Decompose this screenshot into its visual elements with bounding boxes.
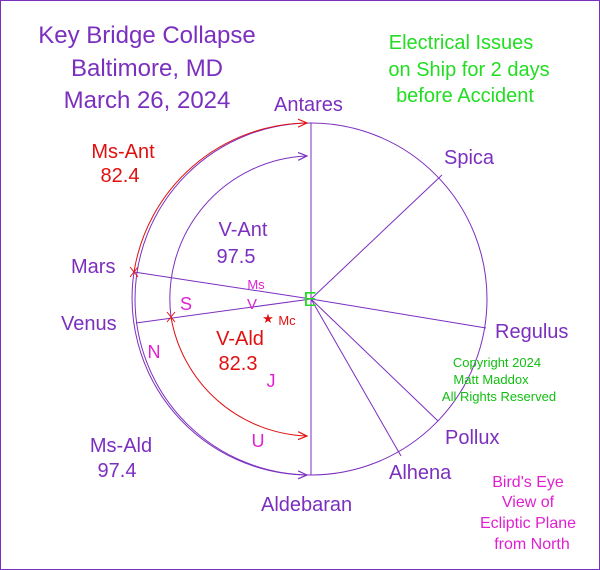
copyright-line3: All Rights Reserved (442, 389, 556, 404)
star-label-spica: Spica (444, 147, 495, 169)
uranus-symbol: U (252, 431, 265, 451)
star-label-antares: Antares (274, 94, 343, 116)
label-v-ald: V-Ald (216, 328, 264, 350)
label-ms-ald: Ms-Ald (90, 435, 152, 457)
value-ms-ant: 82.4 (101, 165, 140, 187)
star-label-regulus: Regulus (495, 321, 568, 343)
title-line3: March 26, 2024 (64, 87, 231, 114)
line-regulus (310, 298, 487, 329)
caption-line4: from North (494, 536, 570, 553)
arc-mars-aldebaran (131, 271, 306, 475)
planet-label-venus: Venus (61, 313, 117, 335)
caption-line1: Bird's Eye (492, 474, 564, 491)
title-line1: Key Bridge Collapse (38, 22, 255, 49)
arc-mars-antares (133, 123, 306, 273)
neptune-symbol: N (148, 342, 161, 362)
mc-symbol: Mc (278, 313, 296, 328)
note-line1: Electrical Issues (389, 32, 534, 54)
label-v-ant: V-Ant (219, 219, 268, 241)
mars-tick (129, 266, 139, 278)
value-v-ant: 97.5 (217, 246, 256, 268)
mars-symbol: Ms (247, 277, 265, 292)
line-pollux (310, 298, 439, 422)
saturn-symbol: S (180, 294, 192, 314)
venus-tick (166, 311, 176, 323)
line-spica (310, 174, 443, 300)
value-v-ald: 82.3 (219, 353, 258, 375)
star-label-pollux: Pollux (445, 427, 499, 449)
star-label-aldebaran: Aldebaran (261, 494, 352, 516)
caption-line2: View of (502, 494, 555, 511)
copyright-line1: Copyright 2024 (453, 355, 541, 370)
copyright-line2: Matt Maddox (453, 372, 529, 387)
earth-symbol: E (303, 289, 316, 311)
value-ms-ald: 97.4 (98, 460, 137, 482)
line-venus (135, 298, 312, 324)
caption-line3: Ecliptic Plane (480, 515, 576, 532)
venus-symbol: V (247, 296, 257, 313)
line-mars (133, 271, 312, 300)
star-label-alhena: Alhena (389, 462, 452, 484)
note-line2: on Ship for 2 days (388, 59, 549, 81)
label-ms-ant: Ms-Ant (91, 141, 155, 163)
planet-label-mars: Mars (71, 256, 115, 278)
arc-venus-antares (169, 156, 306, 318)
line-alhena (310, 298, 402, 457)
jupiter-symbol: J (267, 371, 276, 391)
star-symbol: ★ (262, 311, 274, 326)
arc-venus-aldebaran (170, 316, 306, 436)
note-line3: before Accident (396, 85, 534, 107)
title-line2: Baltimore, MD (71, 55, 223, 82)
